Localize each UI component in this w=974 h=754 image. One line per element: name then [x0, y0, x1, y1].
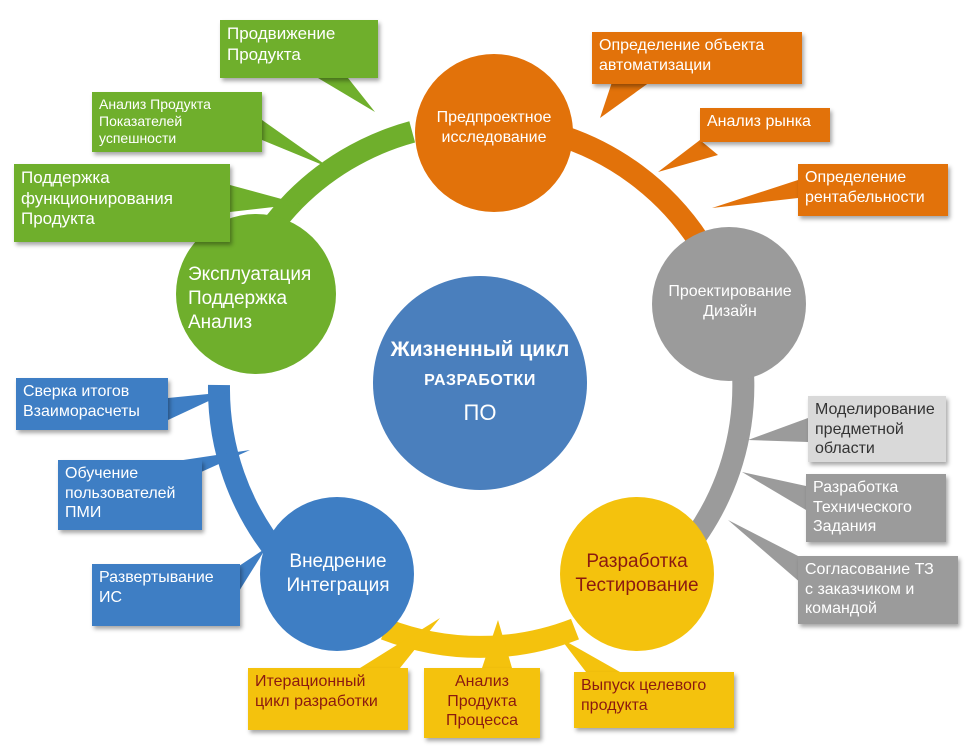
phase-label-operation: Эксплуатация Поддержка Анализ	[188, 264, 312, 333]
pointer-gray-1	[748, 418, 808, 442]
callout-spec-development: Разработка Технического Задания	[806, 474, 946, 542]
pointer-yellow-1	[360, 618, 440, 668]
ring-arc-yellow	[381, 618, 579, 658]
center-title-line2: разработки	[424, 372, 536, 389]
center-title-line3: ПО	[463, 400, 497, 425]
callout-user-training: Обучение пользователей ПМИ	[58, 460, 202, 530]
pointer-orange-3	[712, 180, 798, 208]
callout-deployment: Развертывание ИС	[92, 564, 240, 626]
callout-product-analysis: Анализ Продукта Показателей успешности	[92, 92, 262, 152]
phase-label-research: Предпроектное исследование	[436, 109, 552, 146]
callout-automation-object: Определение объекта автоматизации	[592, 32, 802, 84]
pointer-gray-3	[728, 520, 802, 584]
phase-label-deploy: Внедрение Интеграция	[286, 551, 390, 596]
callout-spec-approval: Согласование ТЗ с заказчиком и командой	[798, 556, 958, 624]
pointer-yellow-2	[482, 620, 512, 668]
pointer-blue-3	[236, 548, 266, 596]
ring-arc-orange	[550, 122, 708, 248]
callout-product-promotion: Продвижение Продукта	[220, 20, 378, 78]
callout-domain-modeling: Моделирование предметной области	[808, 396, 946, 462]
pointer-orange-2	[658, 140, 718, 172]
center-circle	[373, 276, 587, 490]
phase-label-dev: Разработка Тестирование	[575, 551, 699, 596]
ring-arc-blue	[207, 384, 288, 564]
callout-market-analysis: Анализ рынка	[700, 108, 830, 142]
callout-target-release: Выпуск целевого продукта	[574, 672, 734, 728]
callout-product-support: Поддержка функционирования Продукта	[14, 164, 230, 242]
pointer-green-3	[230, 185, 300, 212]
phase-circle-dev	[560, 497, 714, 651]
phase-circle-research	[415, 54, 573, 212]
callout-process-analysis: Анализ Продукта Процесса	[424, 668, 540, 738]
pointer-gray-2	[742, 472, 806, 510]
pointer-yellow-3	[560, 638, 620, 672]
phase-label-design: Проектирование Дизайн	[668, 283, 792, 320]
callout-profitability: Определение рентабельности	[798, 164, 948, 216]
callout-reconciliation: Сверка итогов Взаиморасчеты	[16, 378, 168, 430]
phase-circle-deploy	[260, 497, 414, 651]
phase-circle-operation	[176, 214, 336, 374]
callout-iterative-cycle: Итерационный цикл разработки	[248, 668, 408, 730]
pointer-blue-1	[168, 392, 228, 420]
pointer-green-1	[318, 78, 375, 112]
center-title-line1: Жизненный цикл	[390, 338, 570, 361]
pointer-orange-1	[600, 82, 650, 118]
phase-circle-design	[652, 227, 806, 381]
pointer-green-2	[262, 120, 330, 168]
